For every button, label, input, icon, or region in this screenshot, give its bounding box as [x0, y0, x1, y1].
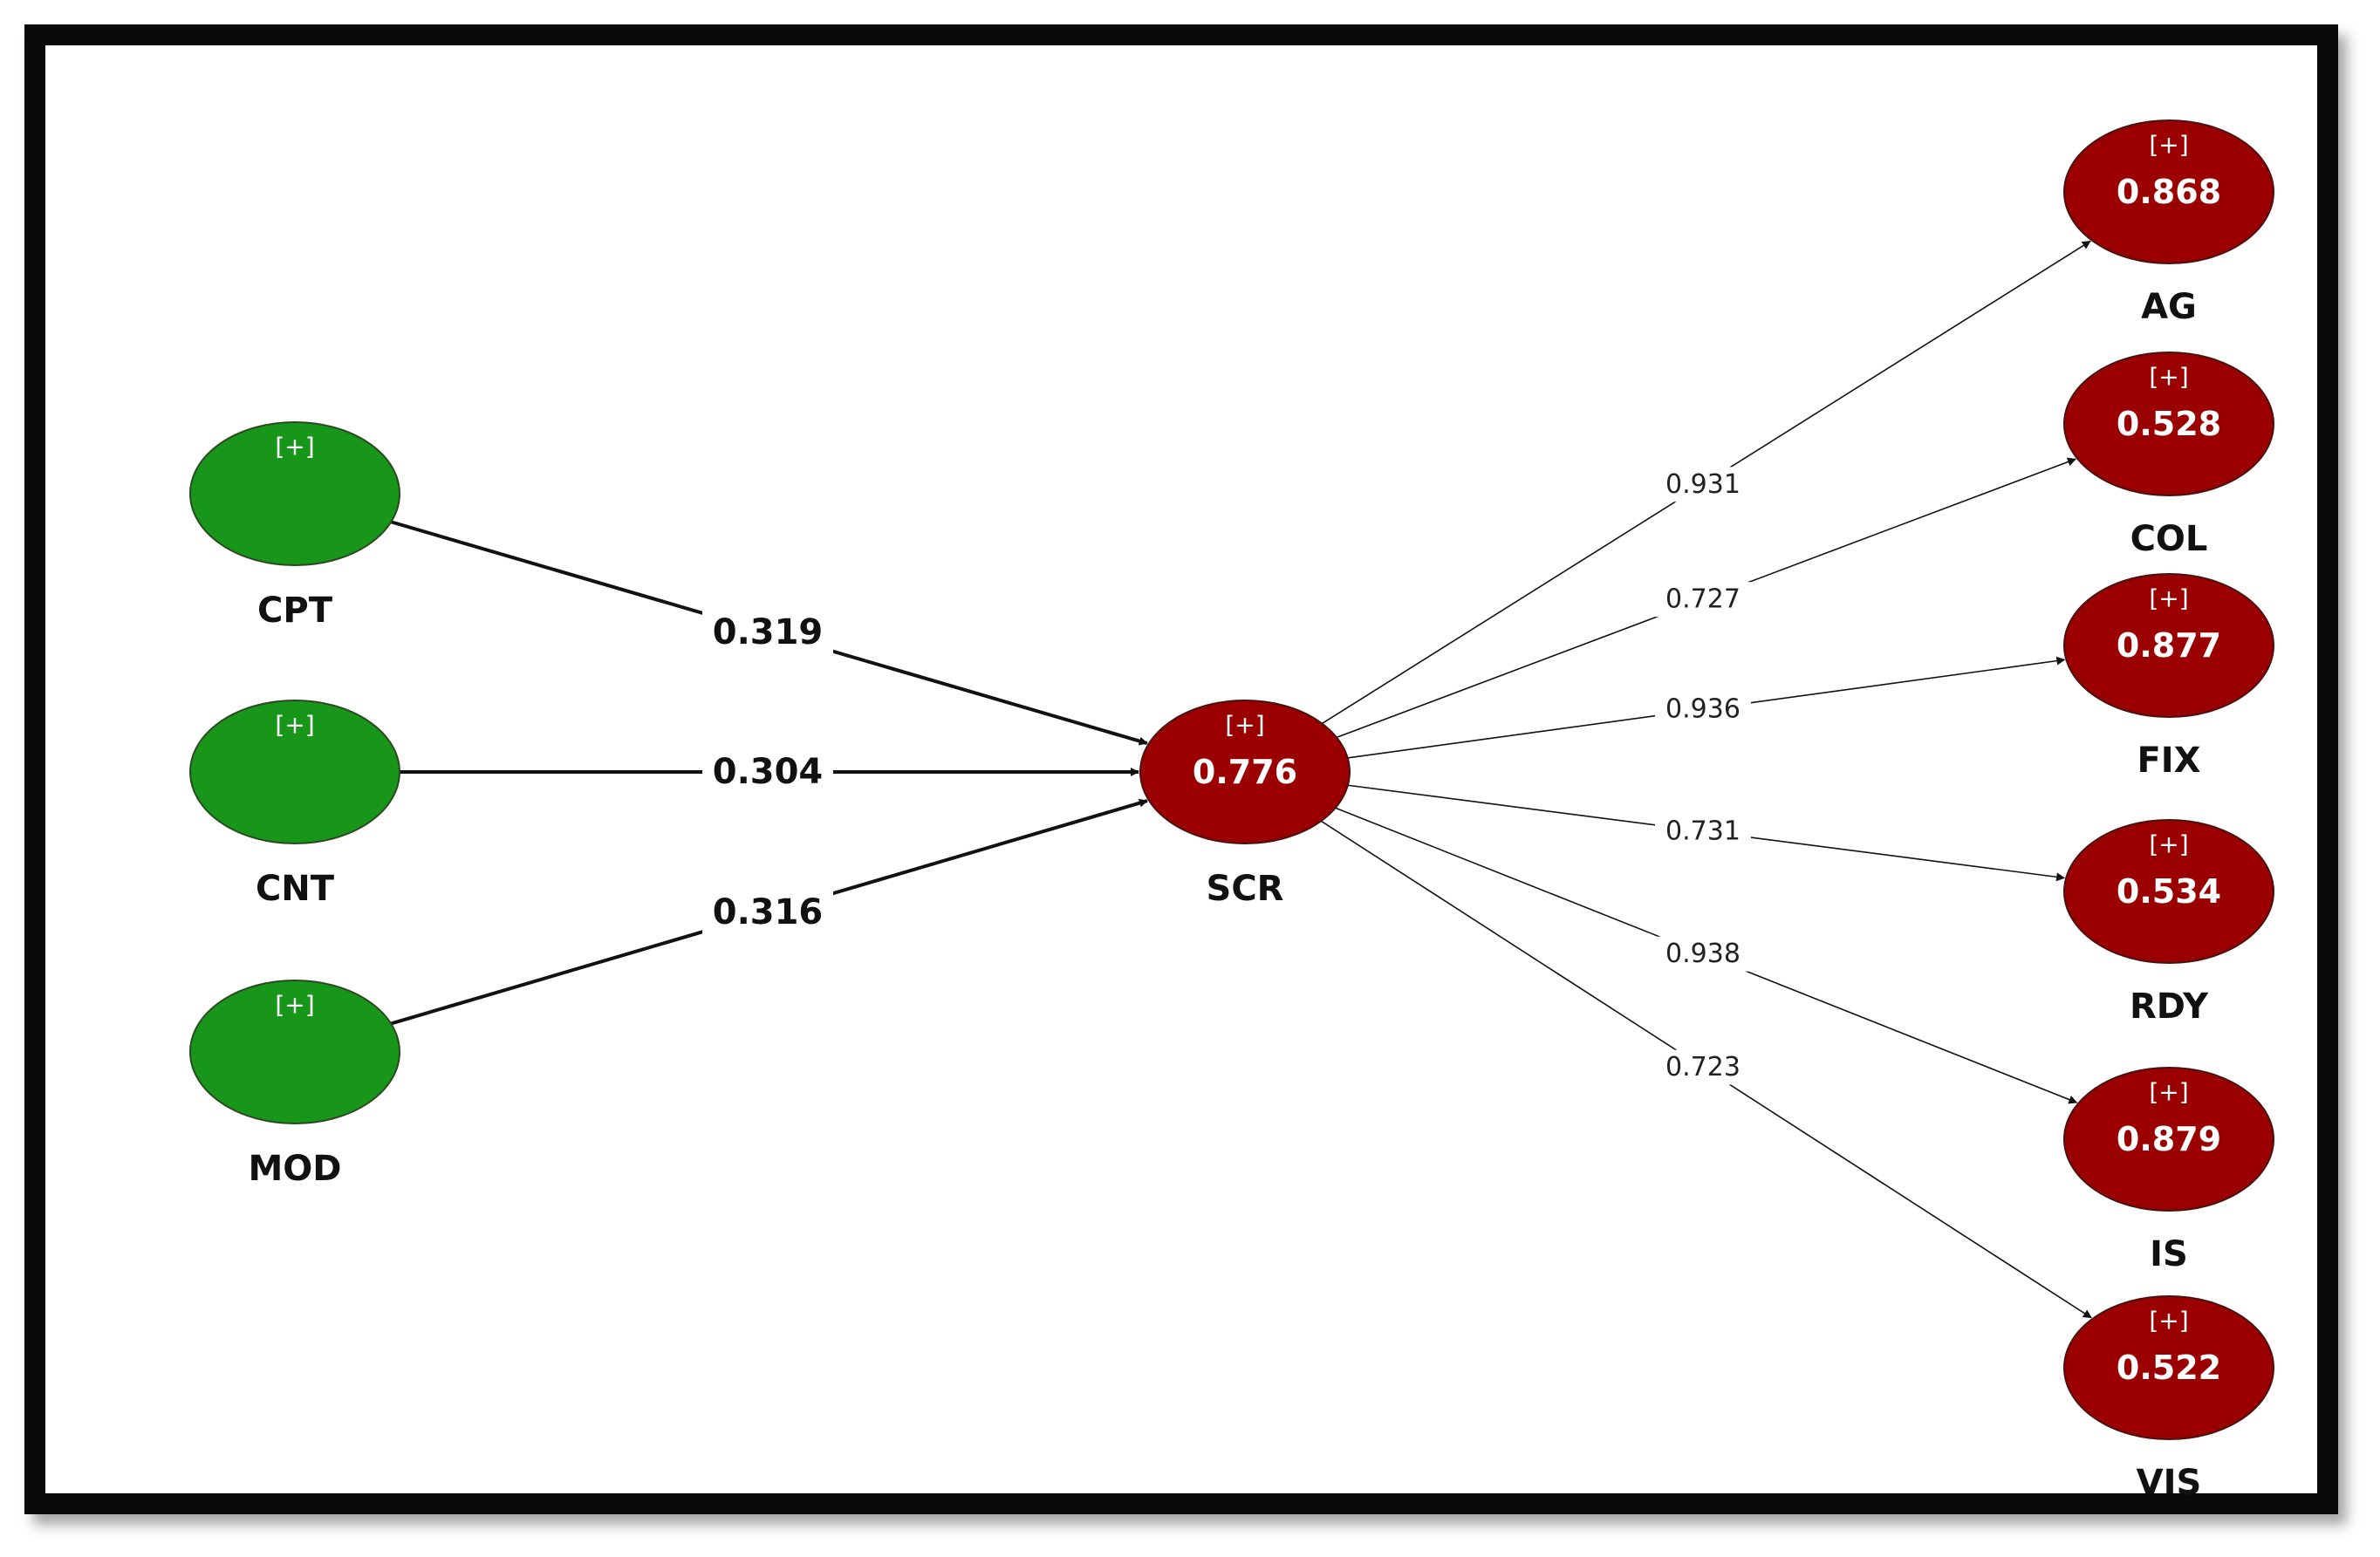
- expand-toggle[interactable]: [+]: [2149, 584, 2188, 613]
- construct-label: CNT: [256, 869, 335, 909]
- edge-scr-is: 0.938: [1333, 806, 2078, 1104]
- loading-coefficient: 0.731: [1665, 816, 1741, 846]
- construct-label: VIS: [2137, 1463, 2202, 1503]
- edge-label-background: [702, 891, 833, 935]
- endogenous-construct[interactable]: [2063, 819, 2274, 964]
- edge-label-background: [1655, 692, 1751, 727]
- construct-label: COL: [2130, 519, 2208, 559]
- construct-label: CPT: [257, 591, 333, 631]
- construct-label: MOD: [248, 1149, 341, 1189]
- path-coefficient: 0.304: [713, 752, 824, 792]
- loading-coefficient: 0.931: [1665, 469, 1741, 500]
- edge-scr-vis: 0.723: [1319, 819, 2092, 1319]
- edge-label-background: [702, 610, 833, 654]
- endogenous-construct[interactable]: [2063, 1067, 2274, 1212]
- endogenous-construct[interactable]: [1139, 700, 1351, 844]
- r-squared-value: 0.877: [2117, 626, 2221, 665]
- expand-toggle[interactable]: [+]: [1225, 711, 1264, 740]
- expand-toggle[interactable]: [+]: [2149, 1078, 2188, 1107]
- loading-coefficient: 0.727: [1665, 584, 1741, 615]
- edge-label-background: [1655, 813, 1751, 849]
- expand-toggle[interactable]: [+]: [275, 433, 314, 461]
- r-squared-value: 0.879: [2117, 1120, 2221, 1158]
- exogenous-construct[interactable]: [189, 980, 400, 1124]
- edge-mod-scr: 0.316: [388, 798, 1148, 1027]
- node-cnt[interactable]: [+] CNT: [189, 700, 400, 909]
- construct-label: FIX: [2137, 741, 2200, 781]
- construct-label: AG: [2141, 287, 2197, 327]
- edge-label-background: [1655, 467, 1751, 502]
- endogenous-construct[interactable]: [2063, 573, 2274, 718]
- expand-toggle[interactable]: [+]: [2149, 830, 2188, 859]
- edge-scr-ag: 0.931: [1320, 240, 2091, 726]
- edges-layer: 0.319 0.304 0.316 0.931 0.727 0.936 0.731 0.938…: [388, 240, 2092, 1319]
- edge-scr-col: 0.727: [1334, 457, 2076, 739]
- exogenous-construct[interactable]: [189, 700, 400, 844]
- expand-toggle[interactable]: [+]: [2149, 1307, 2188, 1335]
- diagram-frame: [24, 24, 2338, 1514]
- edge-label-background: [1655, 1049, 1751, 1085]
- edge-scr-rdy: 0.731: [1345, 784, 2066, 882]
- edge-cpt-scr: 0.319: [388, 519, 1148, 746]
- construct-label: SCR: [1207, 869, 1284, 909]
- edge-label-background: [702, 750, 833, 794]
- node-mod[interactable]: [+] MOD: [189, 980, 400, 1189]
- edge-cnt-scr: 0.304: [398, 750, 1139, 794]
- r-squared-value: 0.868: [2117, 173, 2221, 211]
- edge-label-background: [1655, 582, 1751, 618]
- expand-toggle[interactable]: [+]: [2149, 131, 2188, 160]
- expand-toggle[interactable]: [+]: [275, 991, 314, 1020]
- path-coefficient: 0.319: [713, 612, 824, 652]
- path-coefficient: 0.316: [713, 892, 824, 932]
- loading-coefficient: 0.936: [1665, 694, 1741, 725]
- construct-label: IS: [2150, 1234, 2188, 1274]
- expand-toggle[interactable]: [+]: [275, 711, 314, 740]
- expand-toggle[interactable]: [+]: [2149, 363, 2188, 392]
- edge-label-background: [1655, 936, 1751, 972]
- r-squared-value: 0.522: [2117, 1349, 2221, 1387]
- loading-coefficient: 0.723: [1665, 1052, 1741, 1082]
- r-squared-value: 0.528: [2117, 405, 2221, 443]
- r-squared-value: 0.534: [2117, 872, 2221, 911]
- endogenous-construct[interactable]: [2063, 1295, 2274, 1440]
- r-squared-value: 0.776: [1193, 753, 1297, 791]
- construct-label: RDY: [2130, 987, 2209, 1027]
- endogenous-construct[interactable]: [2063, 120, 2274, 264]
- loading-coefficient: 0.938: [1665, 939, 1741, 969]
- node-cpt[interactable]: [+] CPT: [189, 421, 400, 631]
- edge-scr-fix: 0.936: [1345, 656, 2066, 759]
- exogenous-construct[interactable]: [189, 421, 400, 566]
- endogenous-construct[interactable]: [2063, 352, 2274, 496]
- nodes-layer: [+]CPT[+]CNT[+]MOD[+]0.776SCR[+]0.868AG[…: [189, 120, 2274, 1503]
